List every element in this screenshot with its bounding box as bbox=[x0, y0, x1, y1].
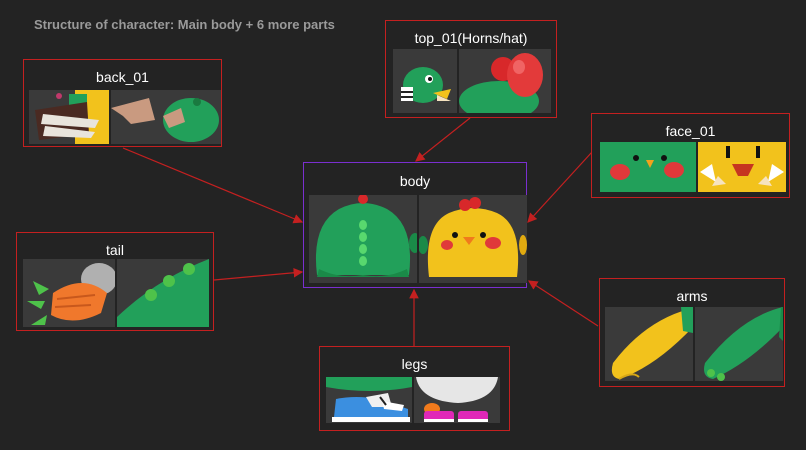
node-body: body bbox=[303, 162, 527, 288]
node-back-label: back_01 bbox=[96, 69, 149, 85]
chicken-body-thumb bbox=[419, 195, 527, 283]
hat-thumb bbox=[459, 49, 551, 113]
arrow-arms-to-body bbox=[527, 280, 599, 327]
node-legs-label: legs bbox=[401, 356, 428, 372]
node-legs-thumbs bbox=[326, 377, 500, 423]
node-back-thumbs bbox=[29, 90, 221, 144]
node-tail-thumbs bbox=[23, 259, 209, 327]
chicken-leg-thumb bbox=[414, 377, 500, 423]
carrot-tail-thumb bbox=[23, 259, 115, 327]
node-arms: arms bbox=[599, 278, 785, 387]
node-face-label: face_01 bbox=[665, 123, 716, 139]
arrow-tail-to-body bbox=[213, 267, 304, 281]
node-top-label: top_01(Horns/hat) bbox=[414, 30, 528, 46]
dino-face-thumb bbox=[600, 142, 696, 192]
chicken-arm-thumb bbox=[605, 307, 693, 381]
node-tail-label: tail bbox=[106, 242, 124, 258]
wings-thumb bbox=[111, 90, 221, 144]
chicken-face-thumb bbox=[698, 142, 786, 192]
node-top-thumbs bbox=[393, 49, 551, 113]
dino-tail-thumb bbox=[117, 259, 209, 327]
dino-arm-thumb bbox=[695, 307, 783, 381]
node-body-thumbs bbox=[309, 195, 527, 283]
node-body-label: body bbox=[399, 173, 431, 189]
sneaker-leg-thumb bbox=[326, 377, 412, 423]
node-tail: tail bbox=[16, 232, 214, 331]
arrow-back-to-body bbox=[122, 147, 304, 224]
node-face-thumbs bbox=[600, 142, 786, 192]
dino-body-thumb bbox=[309, 195, 417, 283]
node-face: face_01 bbox=[591, 113, 790, 198]
arrow-face-to-body bbox=[527, 151, 593, 223]
node-top: top_01(Horns/hat) bbox=[385, 20, 557, 118]
node-back: back_01 bbox=[23, 59, 222, 147]
node-arms-label: arms bbox=[676, 288, 708, 304]
backpack-thumb bbox=[29, 90, 109, 144]
node-arms-thumbs bbox=[605, 307, 783, 381]
node-legs: legs bbox=[319, 346, 510, 431]
diagram-title: Structure of character: Main body + 6 mo… bbox=[34, 17, 335, 32]
arrow-top-to-body bbox=[415, 117, 471, 162]
dino-horns-thumb bbox=[393, 49, 457, 113]
